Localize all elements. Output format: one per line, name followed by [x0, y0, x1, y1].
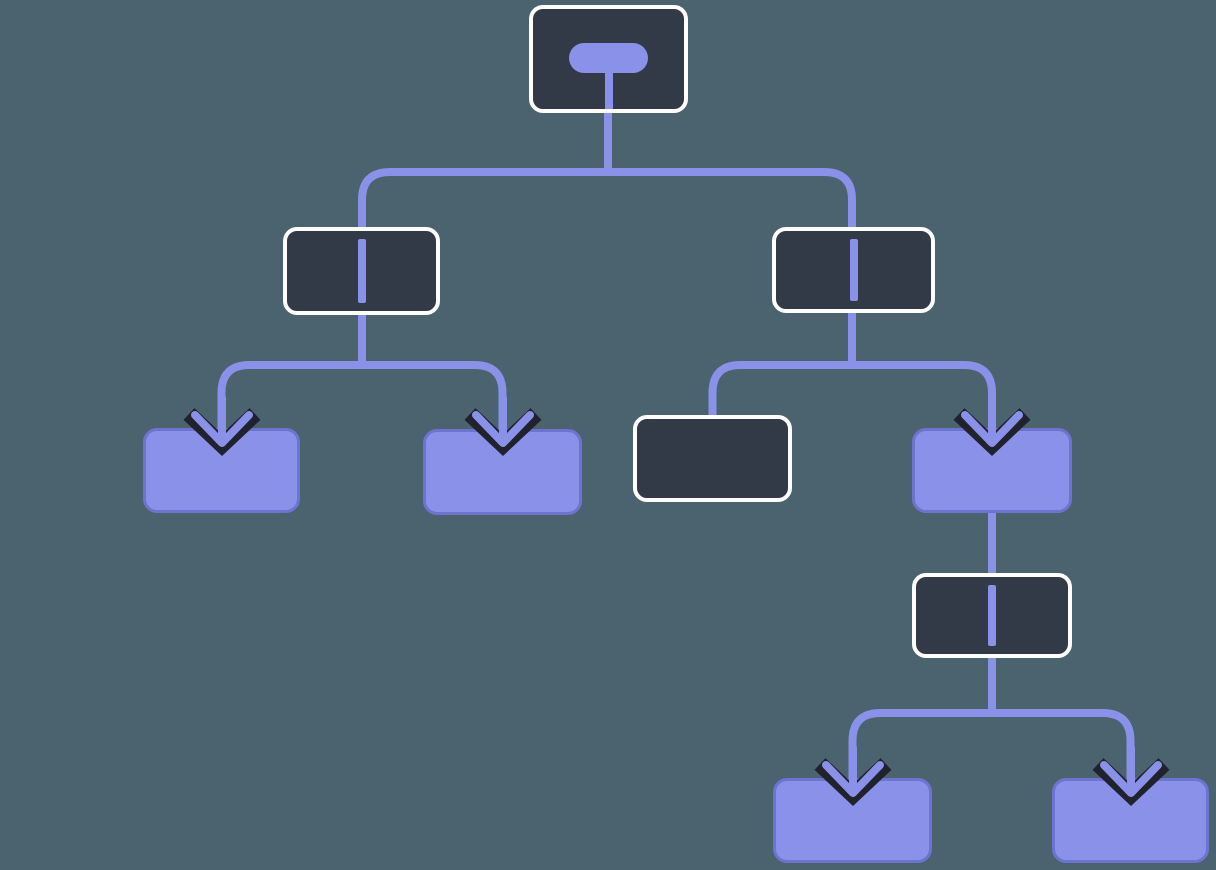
arrow-head: [190, 411, 253, 447]
arrow-head: [961, 411, 1023, 447]
vertical-line-icon: [357, 239, 366, 303]
chevron-down-icon[interactable]: [461, 394, 545, 460]
arrow-head: [1099, 761, 1162, 797]
edge-left-split: [217, 361, 507, 440]
node-plain[interactable]: [633, 415, 792, 502]
node-branch-lower[interactable]: [912, 573, 1072, 658]
chevron-down-icon[interactable]: [811, 744, 895, 810]
node-root[interactable]: [529, 5, 688, 113]
node-branch-left[interactable]: [283, 227, 440, 315]
pill-stem-line: [604, 58, 613, 109]
chevron-down-icon[interactable]: [180, 394, 264, 460]
chevron-down-icon[interactable]: [950, 394, 1034, 460]
vertical-line-icon: [849, 239, 858, 301]
arrow-head: [471, 411, 534, 447]
arrow-head: [821, 761, 884, 797]
edge-right-split: [708, 361, 996, 440]
node-branch-right[interactable]: [772, 227, 935, 313]
vertical-line-icon: [988, 585, 996, 646]
edge-lower-split: [848, 709, 1135, 790]
edge-root-split: [358, 168, 856, 232]
chevron-down-icon[interactable]: [1089, 744, 1173, 810]
